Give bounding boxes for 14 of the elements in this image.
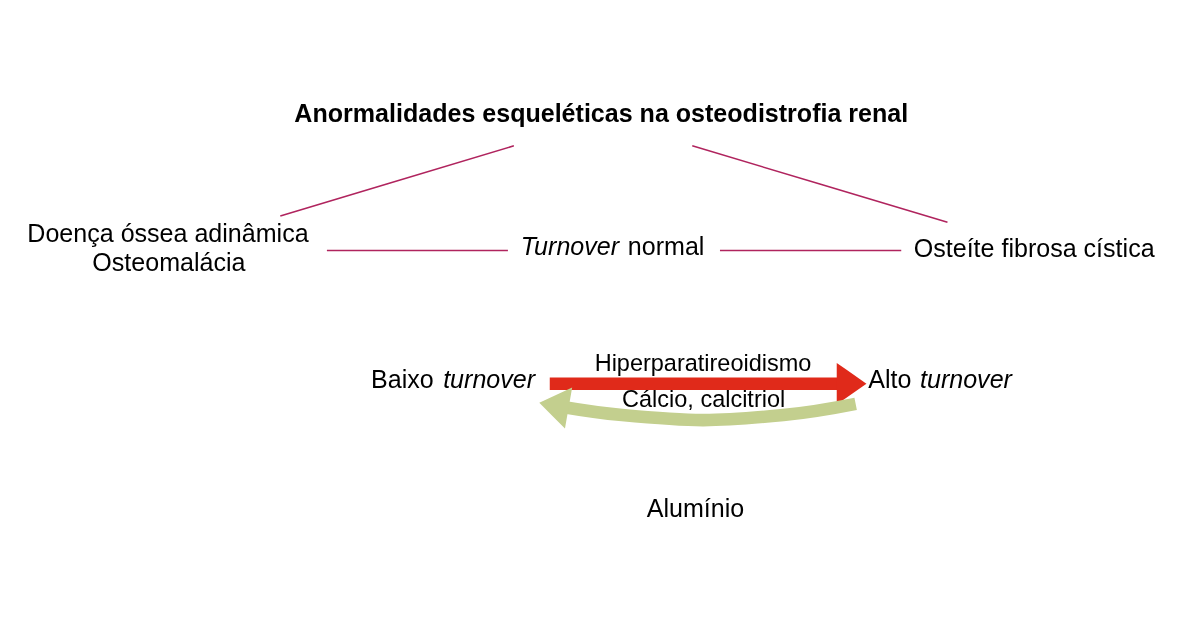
connector	[719, 249, 903, 252]
node-text: Turnover normal	[520, 231, 705, 260]
edge-label: Hiperparatireoidismo	[594, 350, 812, 377]
node-text: Alto turnover	[868, 365, 1012, 394]
arrow	[539, 387, 857, 429]
node-text: Baixo turnover	[371, 365, 536, 394]
connector	[326, 249, 509, 252]
node-text: Doença óssea adinâmica Osteomalácia	[27, 219, 309, 276]
connector	[691, 145, 949, 224]
connector	[279, 145, 515, 217]
node-text: Anormalidades esqueléticas na osteodistrofia renal	[294, 98, 909, 127]
node-text: Osteíte fibrosa cística	[913, 233, 1155, 262]
label: Alumínio	[646, 493, 745, 522]
edge-label: Cálcio, calcitriol	[622, 386, 786, 413]
